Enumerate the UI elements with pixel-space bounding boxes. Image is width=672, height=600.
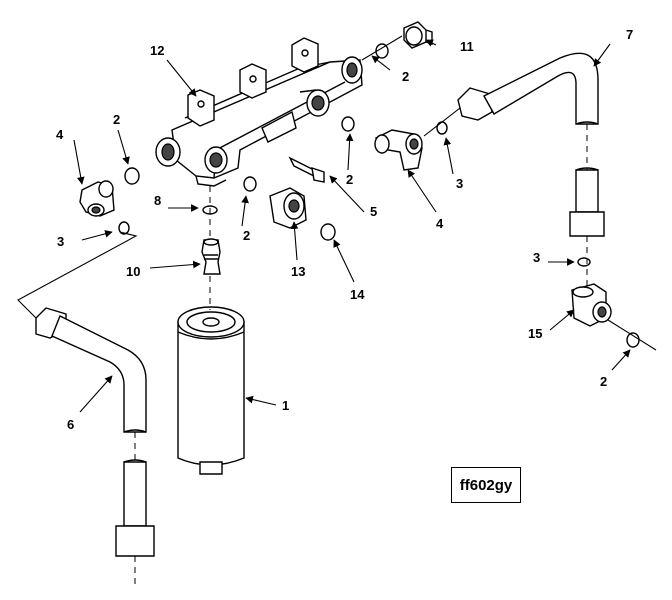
- o-ring-left: [124, 167, 140, 185]
- callout-5: 5: [370, 204, 377, 219]
- elbow-fitting-right: [374, 129, 423, 171]
- elbow-fitting-left: [79, 180, 115, 217]
- callout-leaders: [73, 39, 631, 413]
- o-ring-lower: [243, 176, 257, 192]
- callout-2-top: 2: [402, 69, 409, 84]
- center-lines: [17, 35, 657, 585]
- callout-7: 7: [626, 27, 633, 42]
- bolt-part-5: [288, 156, 325, 183]
- callout-13: 13: [291, 264, 305, 279]
- o-ring-side: [341, 116, 355, 132]
- callout-14: 14: [350, 287, 365, 302]
- figure-id-label: ff602gy: [451, 467, 521, 503]
- o-ring-left-small: [118, 221, 130, 235]
- tee-fitting-15: [571, 283, 612, 327]
- o-ring-right: [436, 121, 448, 135]
- callout-labels: 1 11 2 2 2 2 2 3 3 3 4 4 5 6 7 8 10 12 1…: [56, 27, 633, 432]
- callout-11: 11: [460, 39, 474, 54]
- callout-10: 10: [126, 264, 140, 279]
- o-ring-right-3: [577, 257, 591, 267]
- callout-3-right: 3: [456, 176, 463, 191]
- callout-4-left: 4: [56, 127, 64, 142]
- callout-15: 15: [528, 326, 542, 341]
- adapter-part-10: [201, 238, 221, 275]
- callout-8: 8: [154, 193, 161, 208]
- callout-4-right: 4: [436, 216, 444, 231]
- hose-left: [35, 307, 155, 557]
- plug-part-11: [403, 21, 433, 49]
- callout-6: 6: [67, 417, 74, 432]
- o-rings: [118, 43, 640, 348]
- callout-2-right: 2: [600, 374, 607, 389]
- callout-2-side: 2: [346, 172, 353, 187]
- callout-3-left: 3: [57, 234, 64, 249]
- callout-1: 1: [282, 398, 289, 413]
- fitting-part-13: [269, 187, 307, 229]
- callout-2-left: 2: [113, 112, 120, 127]
- o-ring-14: [320, 223, 336, 241]
- callout-12: 12: [150, 43, 164, 58]
- callout-2-lower: 2: [243, 228, 250, 243]
- fuel-manifold: [155, 37, 363, 187]
- hose-right: [457, 52, 605, 237]
- callout-3-tee: 3: [533, 250, 540, 265]
- fuel-filter: [177, 306, 245, 475]
